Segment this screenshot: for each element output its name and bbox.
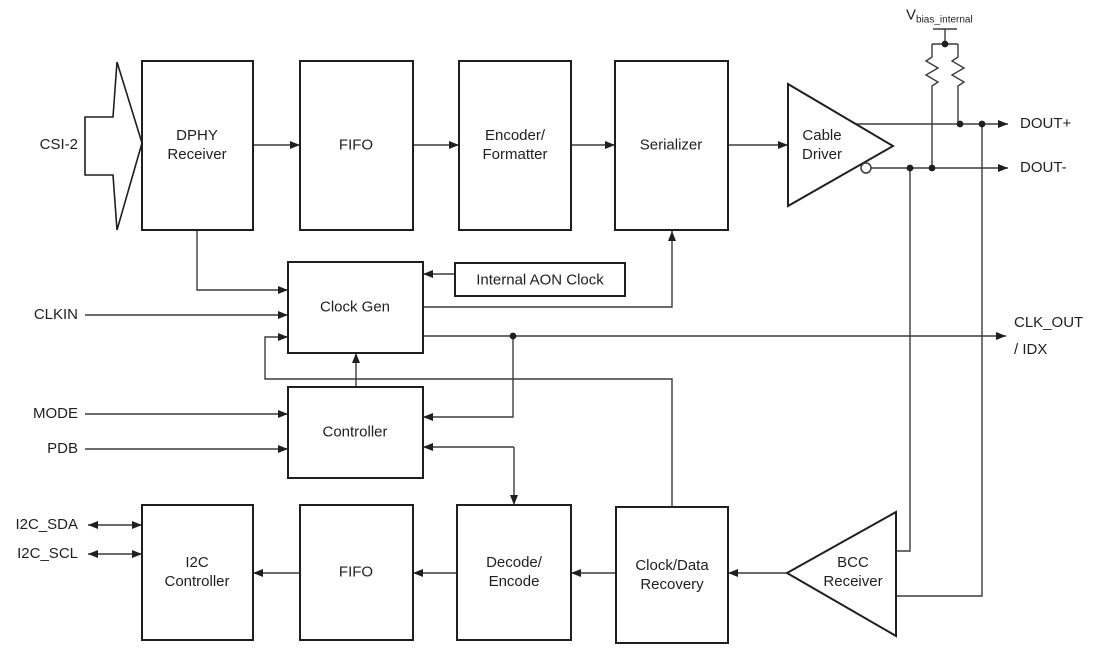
- block-clock-gen: [287, 261, 424, 354]
- port-clkin: CLKIN: [33, 306, 78, 323]
- block-serializer: [614, 60, 729, 231]
- block-fifo-bottom: [299, 504, 414, 641]
- label-clock-gen: Clock Gen: [319, 298, 391, 316]
- junction-doutplus-loop: [978, 120, 986, 128]
- block-i2c-controller: [141, 504, 254, 641]
- port-vbias-internal: Vbias_internal: [906, 7, 973, 26]
- label-i2c-controller: I2C Controller: [164, 554, 230, 590]
- label-dphy-receiver: DPHY Receiver: [167, 127, 227, 163]
- label-decode-encode: Decode/ Encode: [486, 554, 542, 590]
- block-clock-data-recovery: [615, 506, 729, 644]
- resistor-right: [950, 44, 966, 124]
- wires: [85, 28, 1008, 597]
- label-internal-aon-clock: Internal AON Clock: [476, 271, 604, 289]
- junction-doutminus-loop: [906, 164, 914, 172]
- port-dout-minus: DOUT-: [1020, 159, 1067, 176]
- vbias-subscript: bias_internal: [916, 14, 973, 26]
- junction-clk-branch: [509, 332, 517, 340]
- wire-doutplus-to-bcc: [897, 124, 983, 597]
- block-fifo-top: [299, 60, 414, 231]
- wire-clockgen-to-serializer: [423, 231, 676, 308]
- port-clk-out: CLK_OUT: [1014, 314, 1084, 331]
- block-cable-driver-triangle: [787, 82, 895, 208]
- block-decode-encode: [456, 504, 572, 641]
- label-bcc-receiver: BCC Receiver: [823, 554, 883, 590]
- block-encoder-formatter: [458, 60, 572, 231]
- label-fifo-top: FIFO: [338, 136, 374, 154]
- vbias-v: V: [906, 6, 917, 24]
- port-idx: / IDX: [1014, 341, 1048, 358]
- label-cable-driver: Cable Driver: [802, 127, 842, 163]
- label-fifo-bottom: FIFO: [338, 563, 374, 581]
- resistor-left: [924, 44, 940, 168]
- junction-vbias: [941, 40, 949, 48]
- block-dphy-receiver: [141, 60, 254, 231]
- port-pdb: PDB: [47, 440, 78, 457]
- port-i2c-sda: I2C_SDA: [15, 516, 78, 533]
- inverting-bubble: [860, 162, 872, 174]
- block-bcc-receiver-triangle: [784, 510, 897, 638]
- wire-clk-to-controller: [423, 336, 514, 421]
- port-mode: MODE: [33, 405, 78, 422]
- wire-dphy-to-clockgen: [196, 230, 288, 294]
- port-dout-plus: DOUT+: [1020, 115, 1072, 132]
- label-serializer: Serializer: [639, 136, 703, 154]
- block-internal-aon-clock: [454, 262, 626, 297]
- block-controller: [287, 386, 424, 479]
- wire-cdr-to-clockgen: [264, 333, 673, 507]
- port-i2c-scl: I2C_SCL: [17, 545, 78, 562]
- label-encoder-formatter: Encoder/ Formatter: [482, 127, 548, 163]
- label-controller: Controller: [322, 423, 388, 441]
- wire-doutminus-to-bcc: [897, 168, 911, 552]
- label-clock-data-recovery: Clock/Data Recovery: [635, 557, 709, 593]
- junction-doutminus-resistor: [928, 164, 936, 172]
- blocks: [84, 60, 897, 644]
- junction-dots: [509, 40, 986, 340]
- port-csi2: CSI-2: [39, 136, 78, 153]
- csi2-input-arrow-shape: [84, 61, 143, 231]
- junction-doutplus-resistor: [956, 120, 964, 128]
